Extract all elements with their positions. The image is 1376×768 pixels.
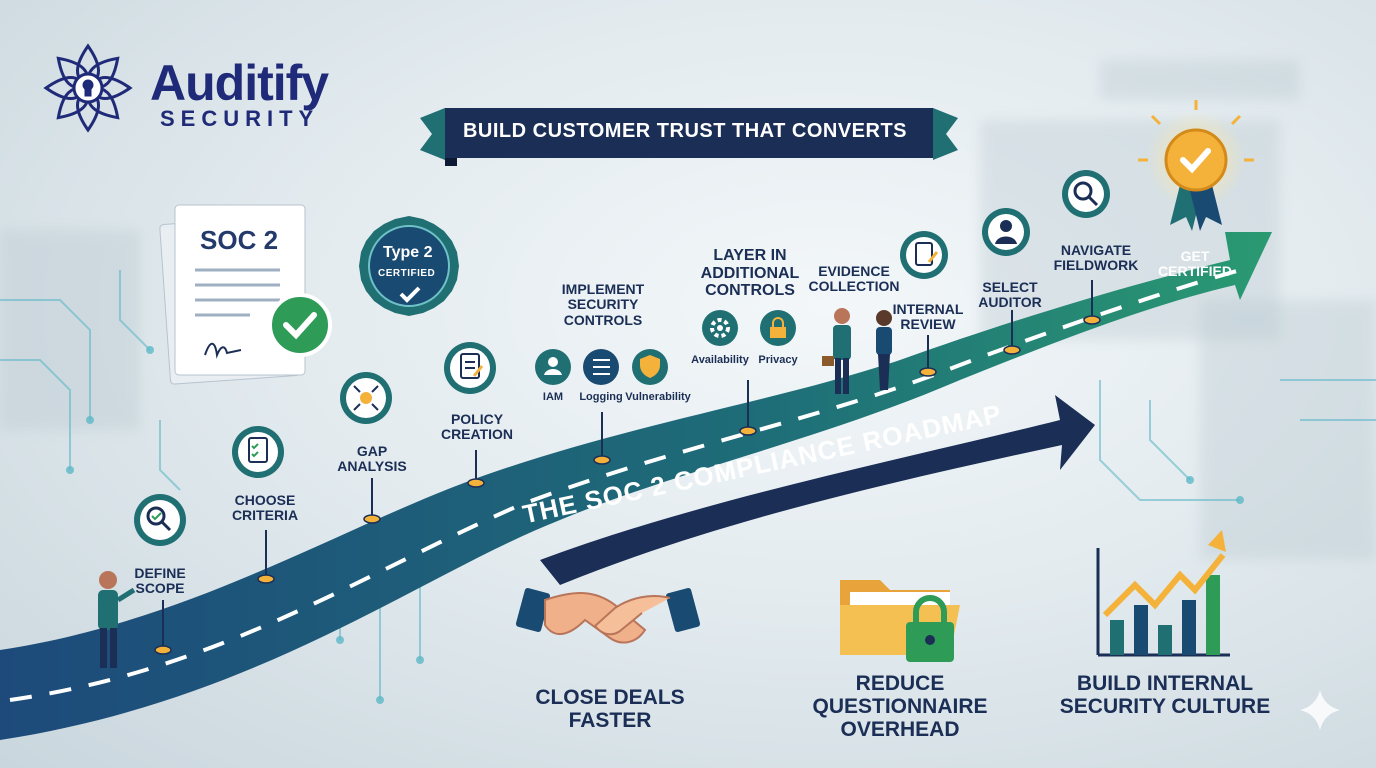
person-walking-icon	[98, 571, 136, 668]
handshake-icon	[515, 587, 701, 644]
privacy-lock-icon	[760, 310, 796, 346]
step-pin-evidence-collection	[900, 231, 948, 279]
benefit-close-deals: CLOSE DEALS FASTER	[535, 686, 685, 733]
control-label-privacy: Privacy	[758, 354, 798, 366]
banner-ribbon	[420, 108, 958, 166]
step-pin-select-auditor	[982, 208, 1030, 256]
control-label-availability: Availability	[691, 354, 749, 366]
benefit-security-culture: BUILD INTERNAL SECURITY CULTURE	[1059, 672, 1271, 719]
step-label-implement-security-controls: IMPLEMENT SECURITY CONTROLS	[561, 281, 645, 328]
milestone-poles	[162, 280, 1093, 650]
step-label-get-certified: GET CERTIFIED	[1158, 248, 1232, 280]
vulnerability-shield-icon	[632, 349, 668, 385]
step-pin-define-scope	[134, 494, 186, 546]
step-label-select-auditor: SELECT AUDITOR	[978, 279, 1042, 311]
control-label-iam: IAM	[542, 391, 564, 403]
step-label-policy-creation: POLICY CREATION	[440, 411, 514, 443]
step-pin-navigate-fieldwork	[1062, 170, 1110, 218]
soc2-document-title: SOC 2	[200, 225, 279, 255]
step-label-navigate-fieldwork: NAVIGATE FIELDWORK	[1053, 242, 1139, 274]
step-label-additional-controls: LAYER IN ADDITIONAL CONTROLS	[700, 247, 800, 300]
growth-chart-icon	[1096, 530, 1230, 657]
folder-lock-icon	[840, 580, 960, 662]
award-ribbon-icon	[1138, 100, 1254, 231]
road	[0, 232, 1272, 740]
badge-certified: CERTIFIED	[378, 268, 436, 279]
step-label-define-scope: DEFINE SCOPE	[134, 565, 186, 597]
sparkle-icon	[1300, 690, 1340, 730]
control-label-vulnerability: Vulnerability	[625, 391, 691, 403]
availability-gear-icon	[702, 310, 738, 346]
logo-flower-icon	[43, 43, 133, 133]
step-label-evidence-collection: EVIDENCE COLLECTION	[808, 263, 900, 295]
soc2-document-icon	[159, 204, 332, 385]
auditors-meeting-icon	[822, 308, 892, 394]
type2-certified-badge-icon	[359, 216, 459, 316]
step-label-internal-review: INTERNAL REVIEW	[892, 301, 964, 333]
step-pin-policy-creation	[444, 342, 496, 394]
step-pin-choose-criteria	[232, 426, 284, 478]
step-label-gap-analysis: GAP ANALYSIS	[337, 443, 407, 475]
control-label-logging: Logging	[579, 391, 623, 403]
iam-user-icon	[535, 349, 571, 385]
badge-type: Type 2	[383, 244, 433, 261]
step-pin-gap-analysis	[340, 372, 392, 424]
banner-text: BUILD CUSTOMER TRUST THAT CONVERTS	[462, 120, 908, 142]
brand-name: Auditify	[150, 55, 329, 111]
roadmap-arrow	[540, 395, 1095, 585]
benefit-reduce-questionnaire: REDUCE QUESTIONNAIRE OVERHEAD	[812, 672, 988, 742]
logging-list-icon	[583, 349, 619, 385]
step-label-choose-criteria: CHOOSE CRITERIA	[231, 492, 299, 524]
brand-tagline: SECURITY	[160, 106, 320, 131]
road-dashes	[9, 268, 1241, 702]
